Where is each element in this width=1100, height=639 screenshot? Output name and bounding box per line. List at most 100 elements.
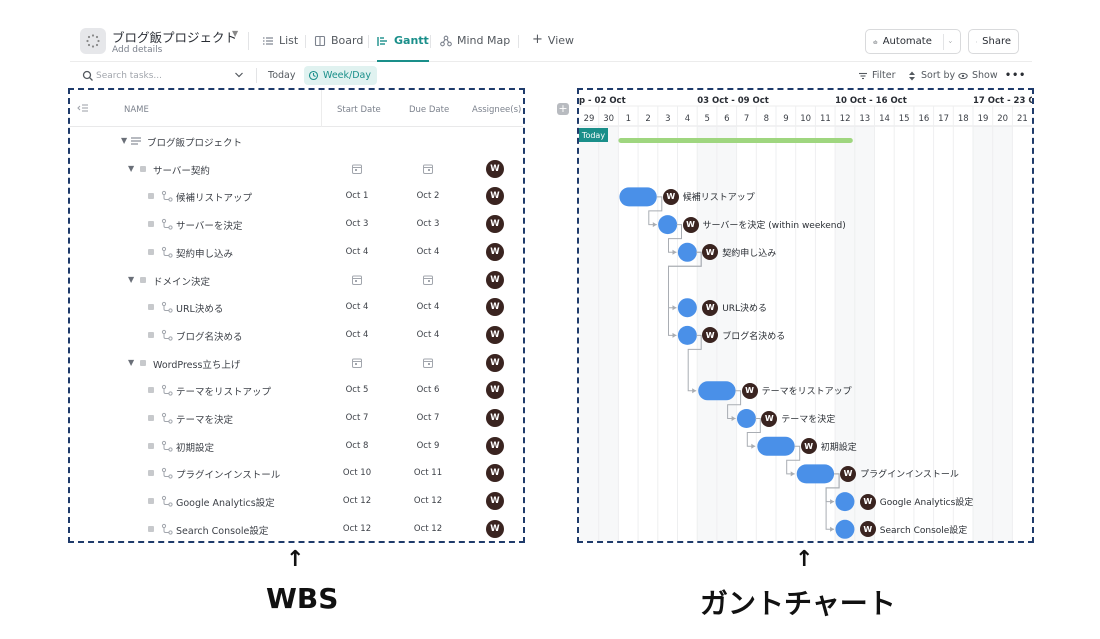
- table-row[interactable]: Google Analytics設定 Oct 12 Oct 12 W: [70, 488, 523, 515]
- avatar[interactable]: W: [662, 188, 679, 205]
- avatar[interactable]: W: [486, 409, 504, 427]
- task-name[interactable]: テーマをリストアップ: [176, 387, 272, 399]
- status-square-icon[interactable]: [148, 193, 154, 200]
- status-square-icon[interactable]: [140, 165, 146, 172]
- avatar[interactable]: W: [486, 187, 504, 206]
- column-header-assignees[interactable]: Assignee(s): [472, 105, 522, 115]
- sort-button[interactable]: Sort by: [907, 70, 955, 81]
- show-button[interactable]: Show: [958, 70, 998, 81]
- avatar[interactable]: W: [800, 438, 817, 455]
- due-date[interactable]: Oct 12: [413, 523, 443, 534]
- column-header-name[interactable]: NAME: [124, 105, 149, 115]
- automate-button[interactable]: Automate: [865, 29, 961, 54]
- project-menu-caret-icon[interactable]: ▼: [232, 29, 239, 38]
- avatar[interactable]: W: [486, 436, 504, 455]
- due-date[interactable]: Oct 11: [413, 468, 443, 479]
- avatar[interactable]: W: [859, 521, 876, 538]
- avatar[interactable]: W: [486, 353, 504, 372]
- table-row[interactable]: テーマをリストアップ Oct 5 Oct 6 W: [70, 377, 523, 404]
- share-button[interactable]: Share: [968, 29, 1019, 54]
- caret-down-icon[interactable]: ▼: [128, 357, 135, 367]
- avatar[interactable]: W: [859, 493, 876, 510]
- due-date[interactable]: Oct 4: [416, 246, 440, 257]
- today-button[interactable]: Today: [268, 70, 296, 81]
- tab-list[interactable]: List: [262, 34, 298, 62]
- due-date[interactable]: Oct 4: [416, 302, 440, 313]
- tab-mind-map[interactable]: Mind Map: [440, 34, 510, 62]
- start-date[interactable]: Oct 7: [345, 413, 369, 423]
- due-date[interactable]: Oct 4: [416, 329, 440, 340]
- tab-board[interactable]: Board: [314, 34, 363, 62]
- chevron-down-icon[interactable]: [948, 36, 953, 48]
- avatar[interactable]: W: [741, 382, 758, 399]
- status-square-icon[interactable]: [148, 498, 154, 505]
- avatar[interactable]: W: [486, 381, 504, 400]
- due-date[interactable]: Oct 2: [416, 191, 440, 202]
- avatar[interactable]: W: [486, 464, 504, 483]
- start-date[interactable]: Oct 4: [345, 329, 369, 340]
- due-date[interactable]: Oct 12: [413, 496, 443, 507]
- avatar[interactable]: W: [486, 519, 504, 538]
- avatar[interactable]: W: [702, 244, 719, 261]
- avatar[interactable]: W: [486, 159, 504, 178]
- task-name[interactable]: WordPress立ち上げ: [153, 359, 241, 371]
- project-icon[interactable]: [80, 28, 106, 54]
- task-name[interactable]: ドメイン決定: [153, 276, 211, 288]
- avatar[interactable]: W: [486, 298, 504, 317]
- collapse-sidebar-icon[interactable]: [77, 102, 89, 114]
- due-date[interactable]: Oct 9: [416, 440, 440, 451]
- avatar[interactable]: W: [486, 492, 504, 511]
- project-row[interactable]: ▼ブログ飯プロジェクト: [70, 128, 523, 155]
- status-square-icon[interactable]: [148, 387, 154, 394]
- task-name[interactable]: Google Analytics設定: [176, 498, 275, 510]
- avatar[interactable]: W: [761, 410, 778, 427]
- start-date[interactable]: Oct 4: [345, 246, 369, 257]
- start-date[interactable]: Oct 10: [342, 468, 372, 479]
- task-name[interactable]: ブログ名決める: [176, 331, 243, 343]
- task-name[interactable]: サーバー契約: [153, 165, 210, 177]
- project-title[interactable]: ブログ飯プロジェクト: [112, 30, 238, 45]
- start-date[interactable]: Oct 5: [345, 385, 369, 396]
- start-date[interactable]: Oct 8: [345, 440, 369, 451]
- status-square-icon[interactable]: [148, 442, 154, 449]
- add-details-link[interactable]: Add details: [112, 45, 163, 55]
- column-header-due-date[interactable]: Due Date: [409, 105, 450, 115]
- avatar[interactable]: W: [702, 327, 719, 344]
- search-input[interactable]: [96, 67, 226, 85]
- chevron-down-icon[interactable]: [232, 68, 246, 82]
- task-name[interactable]: Search Console設定: [176, 525, 269, 537]
- due-date[interactable]: Oct 6: [416, 385, 440, 396]
- task-name[interactable]: 契約申し込み: [176, 248, 234, 260]
- more-options-icon[interactable]: •••: [1005, 70, 1027, 81]
- calendar-icon[interactable]: [351, 274, 363, 286]
- week-day-button[interactable]: Week/Day: [304, 66, 377, 85]
- avatar[interactable]: W: [486, 215, 504, 234]
- status-square-icon[interactable]: [140, 359, 146, 366]
- avatar[interactable]: W: [486, 325, 504, 344]
- avatar[interactable]: W: [702, 299, 719, 316]
- calendar-icon[interactable]: [422, 274, 434, 286]
- start-date[interactable]: Oct 4: [345, 302, 369, 313]
- start-date[interactable]: Oct 12: [342, 496, 372, 507]
- add-column-button[interactable]: +: [557, 102, 569, 115]
- add-view-button[interactable]: + View: [532, 33, 574, 62]
